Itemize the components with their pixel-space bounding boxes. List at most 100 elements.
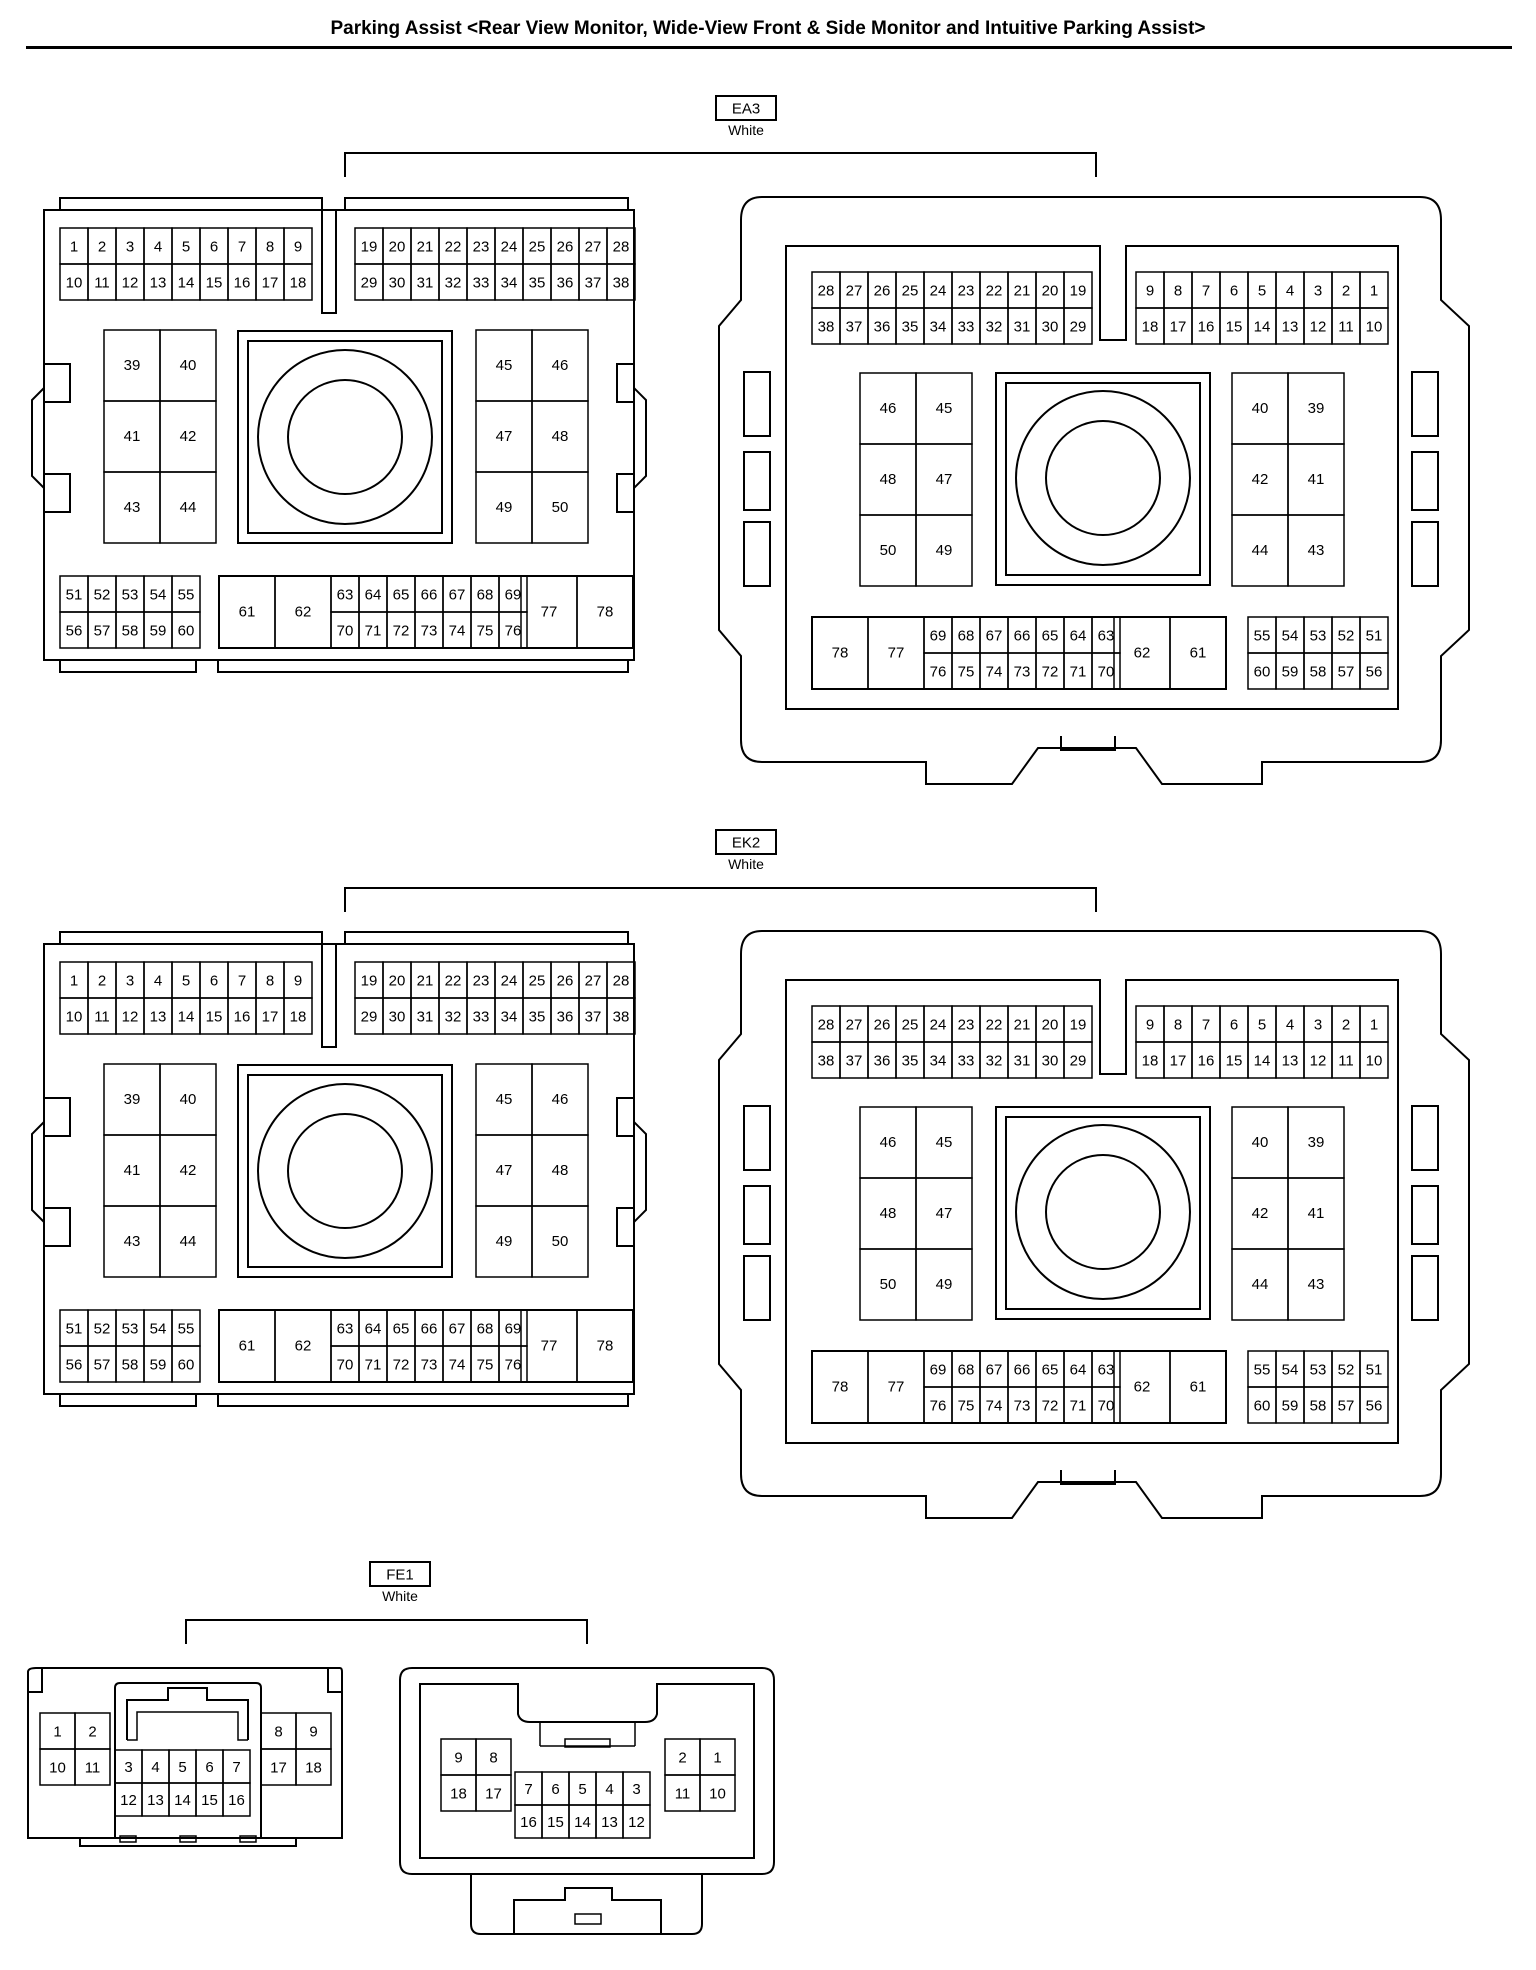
pin-label: 75	[477, 623, 494, 640]
pin-label: 47	[936, 471, 953, 488]
pin-label: 27	[846, 283, 863, 300]
pin-label: 70	[1098, 664, 1115, 681]
pin-label: 8	[1174, 1017, 1182, 1034]
pin-cell	[1287, 514, 1345, 587]
pin-label: 6	[1230, 1017, 1238, 1034]
pin-label: 8	[489, 1750, 497, 1767]
pin-label: 48	[880, 471, 897, 488]
pin-label: 51	[1366, 1362, 1383, 1379]
pin-label: 9	[309, 1724, 317, 1741]
pin-label: 11	[94, 1009, 110, 1026]
pin-label: 66	[421, 1321, 438, 1338]
pin-label: 48	[552, 1162, 569, 1179]
pin-label: 25	[529, 239, 546, 256]
pin-label: 67	[986, 1362, 1003, 1379]
pin-label: 6	[210, 973, 218, 990]
pin-label: 49	[936, 542, 953, 559]
pin-label: 29	[361, 275, 378, 292]
pin-cell	[606, 997, 636, 1035]
pin-label: 14	[1254, 1053, 1271, 1070]
pin-label: 3	[124, 1759, 132, 1776]
pin-label: 15	[1226, 319, 1243, 336]
pin-label: 72	[1042, 664, 1059, 681]
pin-label: 71	[1070, 1398, 1087, 1415]
center-lock-ring	[257, 349, 433, 525]
pin-label: 53	[1310, 1362, 1327, 1379]
pin-label: 21	[1014, 1017, 1031, 1034]
connector-code-box	[715, 829, 777, 855]
pin-label: 32	[445, 275, 462, 292]
pin-label: 57	[94, 623, 111, 640]
side-clip	[743, 1255, 771, 1321]
bottom-lock	[513, 1887, 662, 1934]
pin-label: 65	[393, 587, 410, 604]
pin-label: 12	[120, 1792, 137, 1809]
pin-label: 1	[53, 1724, 61, 1741]
pin-label: 17	[1170, 319, 1187, 336]
pin-label: 45	[936, 1134, 953, 1151]
pin-label: 26	[874, 283, 891, 300]
pin-label: 18	[305, 1760, 322, 1777]
pin-label: 63	[1098, 628, 1115, 645]
connector-bracket	[344, 152, 1097, 177]
corner-line	[28, 1668, 43, 1693]
connector-code: FE1	[386, 1567, 414, 1584]
pin-label: 28	[613, 973, 630, 990]
pin-label: 21	[1014, 283, 1031, 300]
pin-label: 15	[201, 1792, 218, 1809]
pin-label: 30	[389, 275, 406, 292]
pin-label: 55	[178, 587, 195, 604]
pin-label: 46	[880, 400, 897, 417]
pin-label: 61	[1190, 1379, 1207, 1396]
pin-label: 7	[232, 1759, 240, 1776]
bottom-rib	[217, 660, 629, 673]
pin-label: 41	[124, 1162, 141, 1179]
pin-label: 77	[888, 645, 905, 662]
pin-label: 14	[174, 1792, 191, 1809]
bottom-lock-tab	[574, 1913, 602, 1925]
pin-label: 38	[613, 1009, 630, 1026]
pin-label: 60	[1254, 1398, 1271, 1415]
pin-label: 66	[421, 587, 438, 604]
pin-label: 10	[66, 1009, 83, 1026]
pin-label: 50	[552, 499, 569, 516]
top-rib	[344, 197, 629, 210]
pin-label: 13	[1282, 319, 1299, 336]
pin-label: 42	[180, 1162, 197, 1179]
pin-label: 43	[124, 1233, 141, 1250]
pin-label: 16	[228, 1792, 245, 1809]
pin-label: 17	[262, 1009, 279, 1026]
pin-label: 28	[818, 283, 835, 300]
pin-label: 73	[421, 1357, 438, 1374]
pin-label: 62	[295, 604, 312, 621]
bottom-rib	[59, 1394, 197, 1407]
pin-label: 3	[1314, 1017, 1322, 1034]
pin-label: 7	[238, 239, 246, 256]
pin-label: 67	[449, 1321, 466, 1338]
pin-label: 49	[496, 1233, 513, 1250]
pin-label: 15	[547, 1814, 564, 1831]
top-rib	[59, 197, 323, 210]
pin-label: 2	[88, 1724, 96, 1741]
pin-cell	[1169, 1350, 1227, 1424]
pin-label: 5	[578, 1781, 586, 1798]
pin-label: 6	[551, 1781, 559, 1798]
pin-label: 13	[147, 1792, 164, 1809]
pin-label: 20	[389, 239, 406, 256]
pin-label: 34	[930, 319, 947, 336]
connector-code: EK2	[732, 835, 760, 852]
pin-label: 42	[1252, 1205, 1269, 1222]
pin-label: 40	[1252, 1134, 1269, 1151]
pin-label: 2	[1342, 283, 1350, 300]
pin-label: 44	[1252, 542, 1269, 559]
pin-label: 13	[150, 1009, 167, 1026]
pin-label: 72	[393, 1357, 410, 1374]
pin-label: 74	[449, 1357, 466, 1374]
pin-label: 77	[888, 1379, 905, 1396]
pin-label: 53	[1310, 628, 1327, 645]
housing-shell	[718, 930, 1470, 1519]
key-slot	[321, 210, 337, 314]
pin-label: 26	[874, 1017, 891, 1034]
